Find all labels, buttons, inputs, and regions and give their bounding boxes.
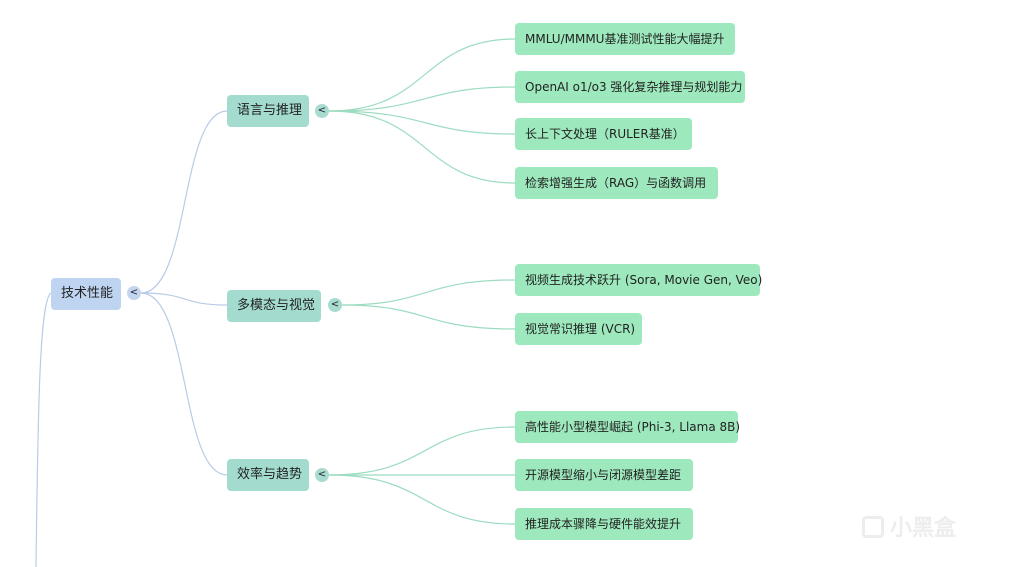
root-node[interactable]: 技术性能	[51, 278, 121, 310]
leaf-node[interactable]: 高性能小型模型崛起 (Phi-3, Llama 8B)	[515, 411, 740, 443]
collapse-toggle-root[interactable]: <	[127, 286, 141, 300]
watermark-text: 小黑盒	[890, 516, 957, 541]
branch-efficiency-trends[interactable]: 效率与趋势	[227, 459, 309, 491]
leaf-node[interactable]: 长上下文处理（RULER基准）	[515, 118, 692, 150]
branch-language-reasoning[interactable]: 语言与推理	[227, 95, 309, 127]
leaf-node[interactable]: 推理成本骤降与硬件能效提升	[515, 508, 693, 540]
watermark: 小黑盒	[862, 510, 956, 542]
leaf-node[interactable]: OpenAI o1/o3 强化复杂推理与规划能力	[515, 71, 745, 103]
collapse-toggle-branch-2[interactable]: <	[328, 298, 342, 312]
branch-multimodal-vision[interactable]: 多模态与视觉	[227, 290, 321, 322]
leaf-node[interactable]: 开源模型缩小与闭源模型差距	[515, 459, 693, 491]
collapse-toggle-branch-3[interactable]: <	[315, 468, 329, 482]
watermark-logo-icon	[862, 516, 884, 538]
leaf-node[interactable]: 视觉常识推理 (VCR)	[515, 313, 642, 345]
collapse-toggle-branch-1[interactable]: <	[315, 104, 329, 118]
leaf-node[interactable]: 视频生成技术跃升 (Sora, Movie Gen, Veo)	[515, 264, 762, 296]
leaf-node[interactable]: 检索增强生成（RAG）与函数调用	[515, 167, 718, 199]
leaf-node[interactable]: MMLU/MMMU基准测试性能大幅提升	[515, 23, 735, 55]
